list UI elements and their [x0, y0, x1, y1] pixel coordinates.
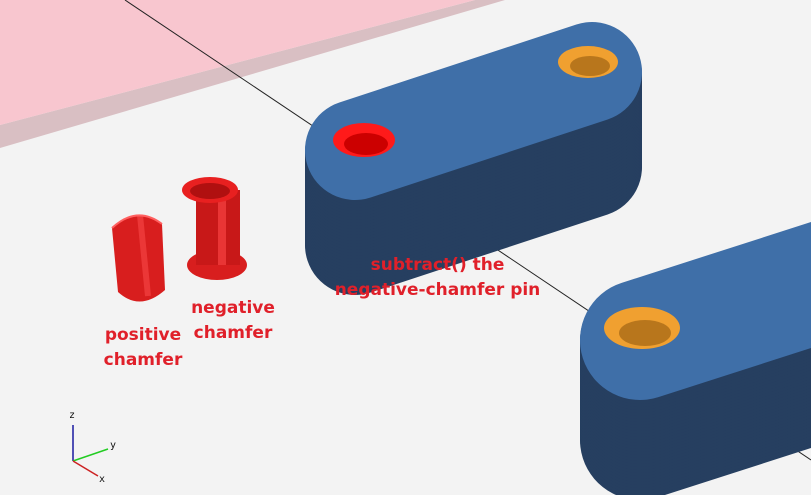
hole-orange-2-inner [619, 320, 671, 346]
y-axis-label: y [110, 440, 117, 451]
ground-plane-edge [0, 0, 505, 148]
link-bar-2 [580, 222, 811, 495]
hole-red-inner [344, 133, 388, 155]
link-bar-1 [305, 22, 642, 295]
hole-orange-1-inner [570, 56, 610, 76]
negative-chamfer-pin [182, 177, 247, 280]
label-line: negative-chamfer pin [334, 280, 541, 300]
x-axis-label: x [99, 474, 106, 485]
ground-plane [0, 0, 475, 125]
label-positive-chamfer: positive chamfer [88, 323, 198, 373]
label-subtract: subtract() the negative-chamfer pin [330, 253, 545, 303]
label-line: positive [104, 325, 182, 345]
label-line: subtract() the [370, 255, 505, 275]
part-top-face [580, 222, 811, 400]
label-negative-chamfer: negative chamfer [178, 296, 288, 346]
label-line: chamfer [103, 350, 183, 370]
z-axis-label: z [69, 410, 76, 421]
label-line: negative [191, 298, 275, 318]
positive-chamfer-pin [111, 214, 165, 302]
label-line: chamfer [193, 323, 273, 343]
